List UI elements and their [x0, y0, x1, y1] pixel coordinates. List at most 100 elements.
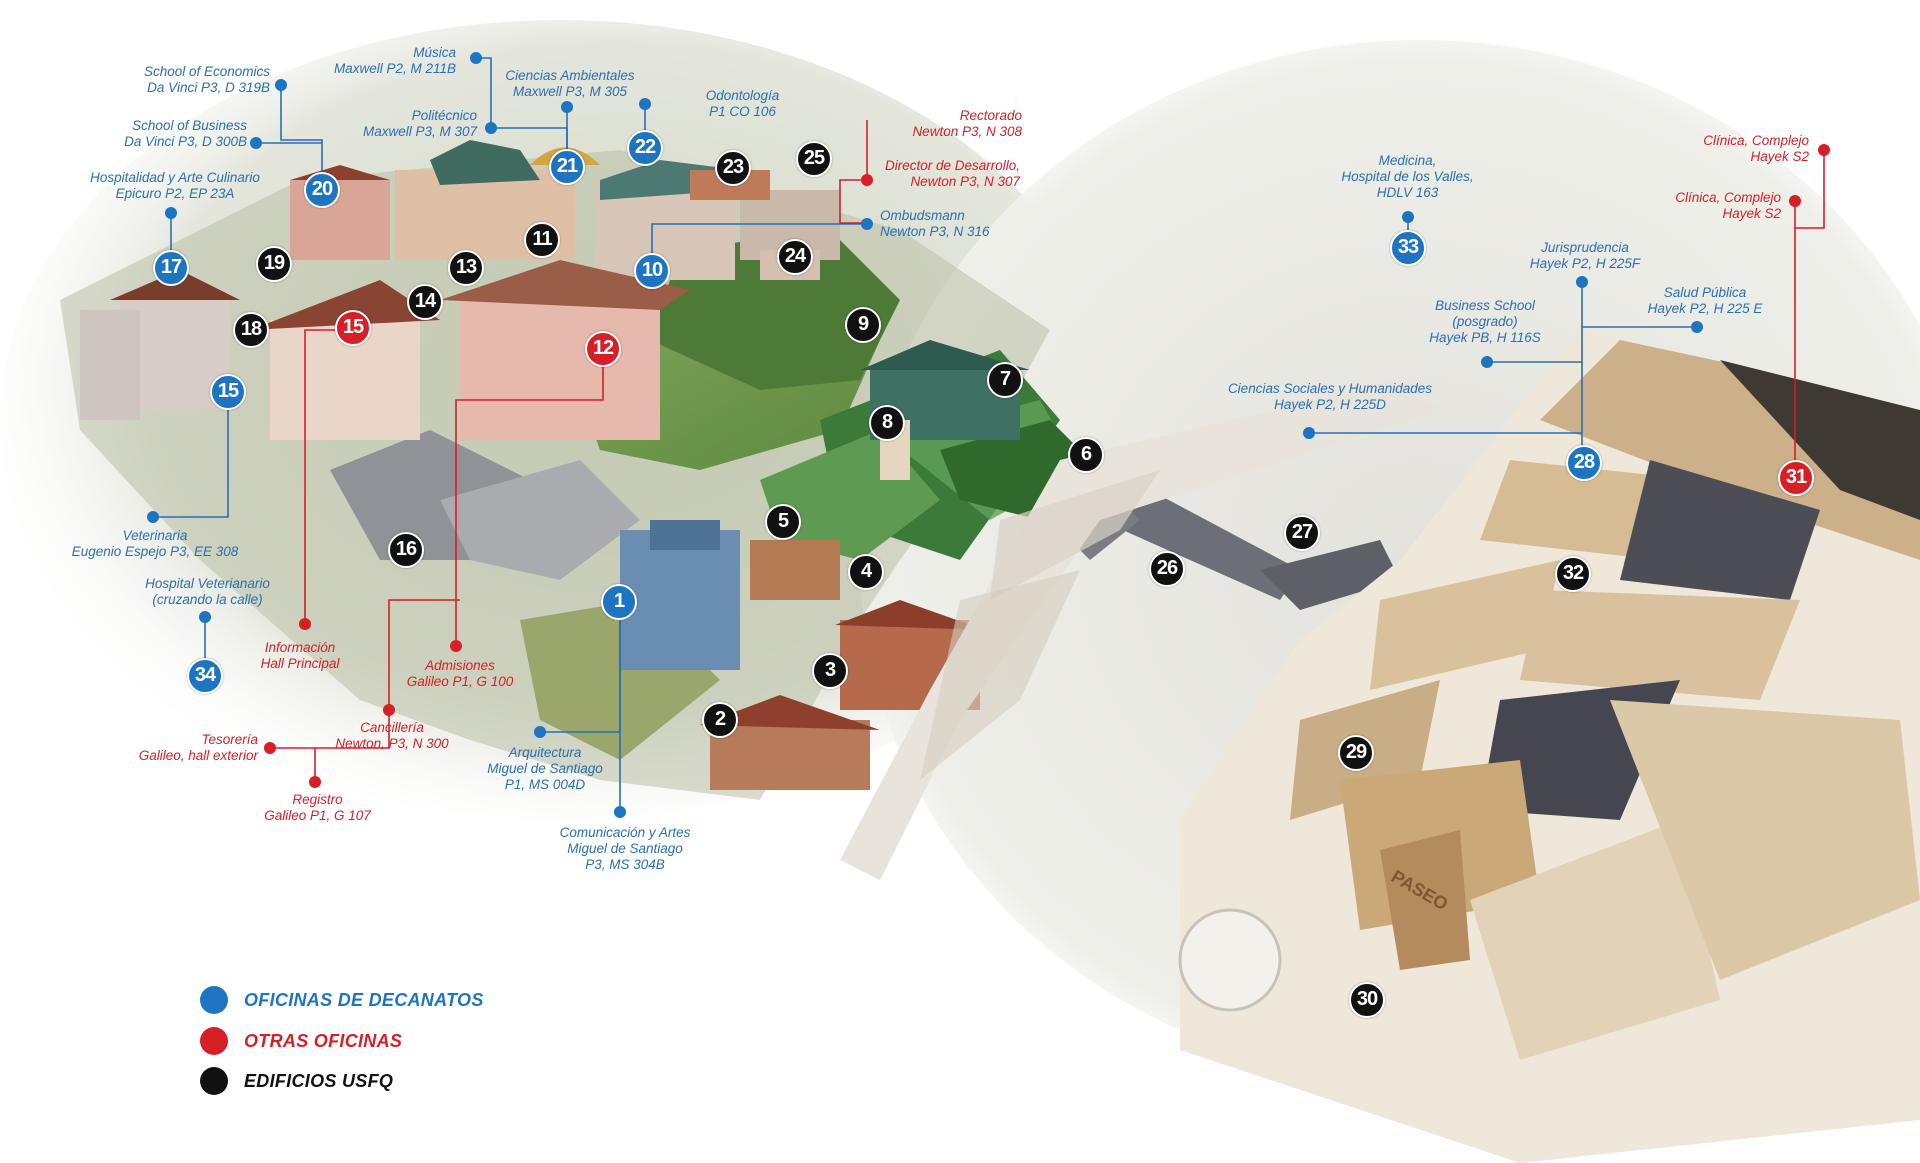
marker-building-15-red[interactable]: 15 [335, 310, 371, 346]
legend-item-edificios: EDIFICIOS USFQ [200, 1066, 393, 1096]
label-line: Business School [1435, 298, 1535, 313]
marker-building-22[interactable]: 22 [627, 130, 663, 166]
label-line: Ciencias Ambientales [505, 68, 635, 83]
marker-building-28[interactable]: 28 [1566, 445, 1602, 481]
label-line: Maxwell P2, M 211B [333, 61, 456, 76]
label-line: Clínica, Complejo [1703, 133, 1809, 148]
label-line: Ciencias Sociales y Humanidades [1227, 381, 1433, 396]
legend-item-decanatos: OFICINAS DE DECANATOS [200, 985, 484, 1015]
label-line: Hospital de los Valles, [1341, 169, 1474, 184]
label-line: (posgrado) [1452, 314, 1518, 329]
marker-building-11[interactable]: 11 [524, 222, 560, 258]
label-line: Hospital Veterianario [145, 576, 270, 591]
marker-building-27[interactable]: 27 [1284, 515, 1320, 551]
marker-building-10[interactable]: 10 [634, 253, 670, 289]
label-line: Medicina, [1378, 153, 1437, 168]
marker-building-21[interactable]: 21 [549, 149, 585, 185]
marker-building-3[interactable]: 3 [812, 653, 848, 689]
label-line: Comunicación y Artes [559, 825, 691, 840]
marker-building-17[interactable]: 17 [153, 250, 189, 286]
marker-building-32[interactable]: 32 [1555, 556, 1591, 592]
marker-building-16[interactable]: 16 [388, 532, 424, 568]
marker-building-30[interactable]: 30 [1349, 982, 1385, 1018]
marker-building-19[interactable]: 19 [256, 246, 292, 282]
marker-building-7[interactable]: 7 [987, 362, 1023, 398]
label-line: Cancillería [360, 720, 424, 735]
hayek-complex: PASEO [1178, 330, 1920, 1163]
marker-building-14[interactable]: 14 [407, 284, 443, 320]
label-line: Maxwell P3, M 307 [362, 124, 477, 139]
label-line: Galileo P1, G 107 [264, 808, 371, 823]
marker-building-2[interactable]: 2 [702, 702, 738, 738]
label-line: Galileo P1, G 100 [406, 674, 514, 689]
label-line: Tesorería [201, 732, 258, 747]
label-line: (cruzando la calle) [152, 592, 263, 607]
label-line: Director de Desarrollo, [884, 158, 1020, 173]
marker-building-20[interactable]: 20 [304, 172, 340, 208]
marker-building-26[interactable]: 26 [1149, 551, 1185, 587]
label-line: Rectorado [959, 108, 1022, 123]
label-line: P3, MS 304B [585, 857, 665, 872]
marker-building-8[interactable]: 8 [869, 405, 905, 441]
marker-building-5[interactable]: 5 [765, 504, 801, 540]
marker-building-9[interactable]: 9 [845, 307, 881, 343]
label-line: Hayek S2 [1722, 206, 1781, 221]
label-line: Hayek PB, H 116S [1429, 330, 1541, 345]
marker-building-34[interactable]: 34 [187, 658, 223, 694]
label-line: Hayek S2 [1750, 149, 1809, 164]
label-line: P1, MS 004D [504, 777, 586, 792]
label-line: Hall Principal [260, 656, 340, 671]
label-line: P1 CO 106 [709, 104, 776, 119]
marker-building-23[interactable]: 23 [715, 150, 751, 186]
label-line: Newton P3, N 307 [910, 174, 1020, 189]
label-line: Newton P3, N 316 [880, 224, 990, 239]
marker-building-15[interactable]: 15 [210, 374, 246, 410]
legend-label: EDIFICIOS USFQ [244, 1070, 394, 1091]
marker-building-12[interactable]: 12 [585, 331, 621, 367]
marker-building-29[interactable]: 29 [1338, 735, 1374, 771]
label-line: Registro [292, 792, 343, 807]
legend-dot-black [200, 1067, 228, 1095]
label-line: Información [264, 640, 336, 655]
label-line: Hayek P2, H 225 E [1647, 301, 1763, 316]
label-line: Epicuro P2, EP 23A [115, 186, 235, 201]
label-line: Hayek P2, H 225D [1274, 397, 1386, 412]
legend-dot-blue [200, 986, 228, 1014]
marker-building-13[interactable]: 13 [448, 250, 484, 286]
label-line: School of Economics [143, 64, 270, 79]
leader-dots [147, 52, 1830, 818]
label-line: Da Vinci P3, D 300B [124, 134, 247, 149]
label-line: Música [413, 45, 456, 60]
marker-building-1[interactable]: 1 [601, 584, 637, 620]
label-hospital-veterinario: Hospital Veterianario(cruzando la calle) [135, 576, 280, 608]
marker-building-18[interactable]: 18 [233, 312, 269, 348]
label-line: Hospitalidad y Arte Culinario [90, 170, 260, 185]
label-line: Eugenio Espejo P3, EE 308 [71, 544, 239, 559]
label-line: Salud Pública [1663, 285, 1747, 300]
marker-building-6[interactable]: 6 [1068, 437, 1104, 473]
label-line: Miguel de Santiago [487, 761, 603, 776]
marker-building-31[interactable]: 31 [1778, 460, 1814, 496]
marker-building-4[interactable]: 4 [848, 554, 884, 590]
label-line: Newton P3, N 308 [912, 124, 1022, 139]
marker-building-24[interactable]: 24 [777, 239, 813, 275]
marker-building-25[interactable]: 25 [796, 141, 832, 177]
marker-building-33[interactable]: 33 [1390, 230, 1426, 266]
